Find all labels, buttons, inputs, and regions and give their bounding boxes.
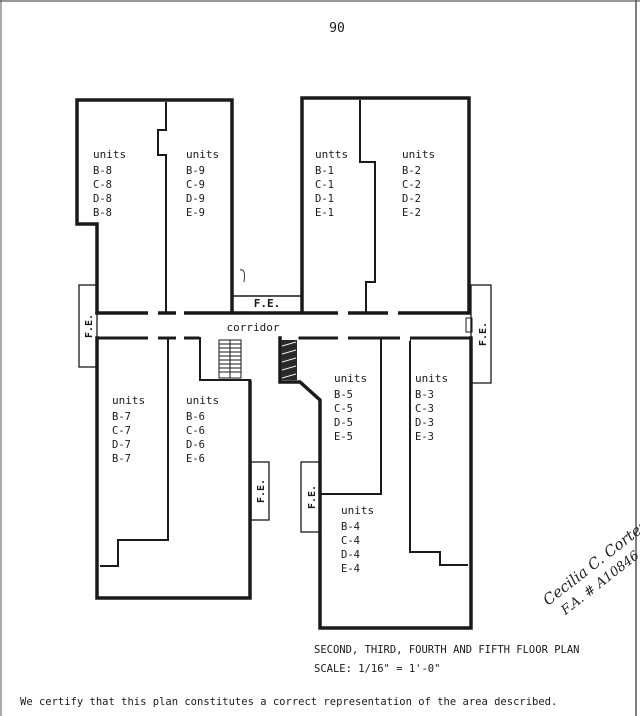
- fe-label-lower-right: F.E.: [307, 485, 318, 509]
- unit-group-heading: units: [402, 148, 435, 161]
- unit-number: B-3: [415, 389, 434, 401]
- fe-label-right: F.E.: [478, 322, 489, 346]
- unit-group-heading: units: [93, 148, 126, 161]
- unit-number: E-1: [315, 207, 334, 219]
- unit-number: B-5: [334, 389, 353, 401]
- unit-number: D-7: [112, 439, 131, 451]
- unit-number: C-1: [315, 179, 334, 191]
- fe-label-left: F.E.: [84, 314, 95, 338]
- unit-number: C-5: [334, 403, 353, 415]
- unit-number: B-9: [186, 165, 205, 177]
- unit-number: B-8: [93, 207, 112, 219]
- unit-number: B-7: [112, 453, 131, 465]
- unit-number: C-3: [415, 403, 434, 415]
- walls: [75, 96, 473, 630]
- unit-number: D-6: [186, 439, 205, 451]
- page-number: 90: [329, 21, 345, 36]
- certification-text: We certify that this plan constitutes a …: [20, 696, 557, 708]
- unit-number: D-1: [315, 193, 334, 205]
- fe-label-top: F.E.: [254, 297, 281, 310]
- unit-number: C-9: [186, 179, 205, 191]
- unit-number: C-2: [402, 179, 421, 191]
- unit-labels: unitsB-8C-8D-8B-8unitsB-9C-9D-9E-9unttsB…: [93, 148, 448, 575]
- unit-group-heading: units: [186, 148, 219, 161]
- unit-number: B-1: [315, 165, 334, 177]
- elevator-hatch: [281, 341, 297, 379]
- unit-number: B-6: [186, 411, 205, 423]
- unit-group-heading: units: [415, 372, 448, 385]
- unit-number: C-4: [341, 535, 360, 547]
- unit-number: D-9: [186, 193, 205, 205]
- fe-label-lower-mid: F.E.: [256, 479, 267, 503]
- plan-title: SECOND, THIRD, FOURTH AND FIFTH FLOOR PL…: [314, 644, 580, 656]
- unit-number: C-7: [112, 425, 131, 437]
- unit-number: D-3: [415, 417, 434, 429]
- unit-number: D-8: [93, 193, 112, 205]
- corridor-label: corridor: [227, 321, 280, 334]
- unit-number: B-7: [112, 411, 131, 423]
- unit-group-heading: untts: [315, 148, 348, 161]
- corridor-end-window: [465, 317, 473, 333]
- unit-number: B-4: [341, 521, 360, 533]
- signature: Cecilia C. Cortez F.A. # A10846: [539, 516, 640, 619]
- unit-number: D-5: [334, 417, 353, 429]
- plan-scale: SCALE: 1/16" = 1'-0": [314, 663, 440, 675]
- unit-number: E-4: [341, 563, 360, 575]
- unit-number: C-6: [186, 425, 205, 437]
- stair-treads: [219, 340, 241, 378]
- unit-group-heading: units: [112, 394, 145, 407]
- unit-group-heading: units: [186, 394, 219, 407]
- fe-boxes: [78, 284, 492, 533]
- fe-labels: F.E. F.E. F.E. F.E. F.E.: [84, 297, 489, 509]
- door-openings: [148, 310, 410, 384]
- unit-group-heading: units: [341, 504, 374, 517]
- unit-number: E-9: [186, 207, 205, 219]
- unit-number: E-6: [186, 453, 205, 465]
- unit-number: D-4: [341, 549, 360, 561]
- unit-number: C-8: [93, 179, 112, 191]
- unit-group-heading: units: [334, 372, 367, 385]
- unit-number: D-2: [402, 193, 421, 205]
- unit-number: E-2: [402, 207, 421, 219]
- unit-number: B-2: [402, 165, 421, 177]
- unit-number: E-3: [415, 431, 434, 443]
- pencil-mark: [239, 269, 245, 283]
- unit-number: B-8: [93, 165, 112, 177]
- unit-number: E-5: [334, 431, 353, 443]
